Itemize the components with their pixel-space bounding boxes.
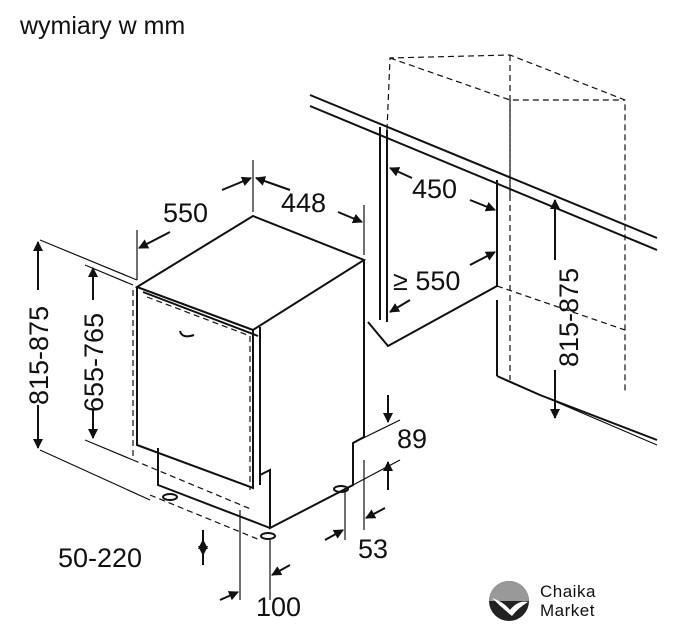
niche-depth-label: ≥ 550 — [393, 266, 460, 296]
foot-icon — [260, 532, 276, 540]
dishwasher-body — [132, 214, 367, 541]
plinth-height-label: 89 — [397, 424, 427, 454]
door-handle-icon — [179, 330, 195, 338]
foot-icon — [162, 493, 178, 501]
total-height-label: 815-875 — [24, 306, 54, 405]
plinth-offset-label: 100 — [256, 592, 301, 622]
feet-adjust-label: 50-220 — [58, 543, 142, 573]
logo-line2: Market — [540, 601, 595, 620]
foot-icon — [333, 485, 349, 493]
kitchen-cabinet-niche — [309, 54, 658, 446]
niche-width-label: 450 — [412, 174, 457, 204]
depth-label: 550 — [163, 198, 208, 228]
plinth-depth-label: 53 — [358, 534, 388, 564]
chaika-market-logo: Chaika Market — [488, 580, 596, 622]
page-title: wymiary w mm — [20, 12, 186, 40]
width-label: 448 — [281, 188, 326, 218]
logo-line1: Chaika — [540, 582, 596, 601]
niche-height-label: 815-875 — [554, 268, 584, 367]
dimension-lines — [33, 160, 560, 601]
seagull-icon — [489, 581, 529, 621]
door-height-label: 655-765 — [79, 313, 109, 412]
